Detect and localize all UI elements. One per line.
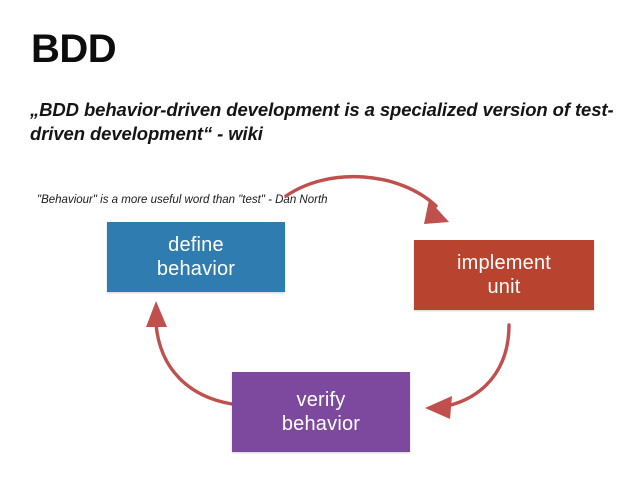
page-title: BDD — [31, 27, 117, 71]
cycle-box-implement-unit[interactable]: implement unit — [414, 240, 594, 310]
arrow-implement-to-verify — [425, 323, 511, 419]
cycle-box-verify-label: verify behavior — [281, 388, 361, 435]
subtitle-quote: „BDD behavior-driven development is a sp… — [30, 99, 614, 144]
arrow-verify-to-define — [146, 301, 234, 406]
cycle-box-verify-behavior[interactable]: verify behavior — [232, 372, 410, 452]
cycle-box-define-behavior[interactable]: define behavior — [107, 222, 285, 292]
attribution-quote: "Behaviour" is a more useful word than "… — [37, 194, 328, 206]
cycle-box-define-label: define behavior — [156, 233, 236, 280]
cycle-box-implement-label: implement unit — [456, 251, 552, 298]
